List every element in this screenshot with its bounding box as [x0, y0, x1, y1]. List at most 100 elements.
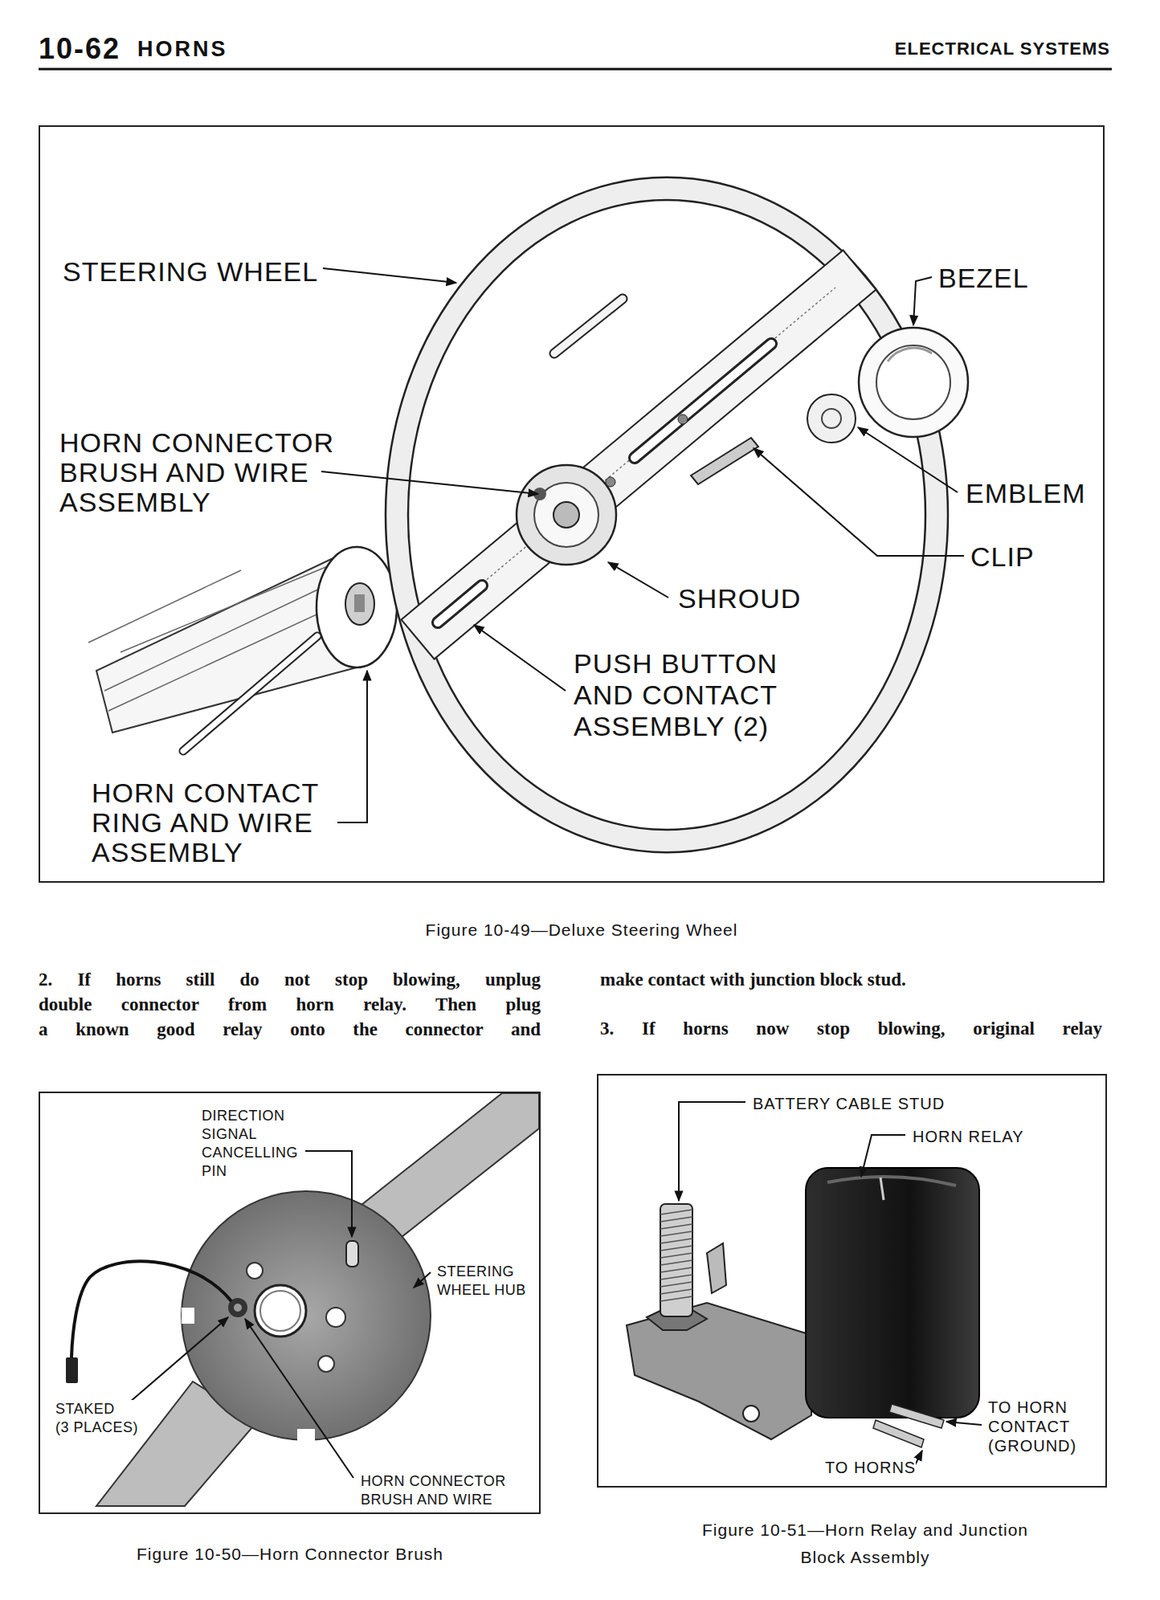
text-line: BRUSH AND WIRE: [59, 457, 335, 488]
steering-wheel-hub: [246, 1262, 263, 1279]
steering-wheel-hub: [260, 1290, 301, 1332]
text-line: PUSH BUTTON: [573, 648, 778, 680]
turn-signal-lever: [183, 636, 318, 752]
callout-label: HORN CONNECTOR BRUSH AND WIRE: [360, 1472, 507, 1510]
steering-wheel: [858, 327, 969, 438]
body-text: 3. If horns now stop blowing, original r…: [600, 1016, 1103, 1042]
horn-relay-assembly: [626, 1168, 980, 1448]
text-line: STEERING: [437, 1262, 527, 1282]
steering-wheel: [553, 502, 580, 528]
text-line: HORN CONTACT: [91, 778, 319, 809]
callout-label: CLIP: [970, 542, 1035, 572]
leader-line: [678, 1102, 982, 1466]
leader-line: [753, 448, 964, 556]
text-line: WHEEL HUB: [437, 1281, 527, 1300]
horn-relay-assembly: [706, 1243, 727, 1294]
text-line: DIRECTION: [201, 1106, 299, 1126]
steering-wheel-hub: [318, 1356, 335, 1373]
figure-caption: Figure 10-49—Deluxe Steering Wheel: [425, 916, 739, 944]
callout-label: HORN RELAY: [912, 1127, 1025, 1147]
leader-line: [123, 1317, 229, 1408]
leader-line: [123, 1151, 431, 1479]
steering-column: [354, 594, 365, 613]
steering-wheel: [437, 585, 482, 623]
horn-relay-assembly: [660, 1209, 693, 1302]
steering-wheel-hub: [233, 1303, 242, 1312]
text-line: TO HORN: [988, 1397, 1077, 1418]
section-heading: ELECTRICAL SYSTEMS: [894, 38, 1111, 60]
text-line: 3. If horns now stop blowing, original r…: [600, 1016, 1103, 1042]
section-title: HORNS: [137, 36, 229, 62]
figure-panel: DIRECTION SIGNAL CANCELLING PINSTEERING …: [38, 1091, 541, 1515]
callout-label: BATTERY CABLE STUD: [752, 1094, 945, 1114]
steering-wheel: [876, 345, 951, 420]
steering-wheel: [437, 585, 482, 623]
callout-label: STAKED (3 PLACES): [55, 1400, 139, 1438]
callout-label: EMBLEM: [965, 478, 1087, 509]
leader-line: [305, 1151, 352, 1238]
callout-label: STEERING WHEEL: [62, 257, 319, 287]
steering-wheel-hub: [71, 1261, 232, 1358]
callout-label: DIRECTION SIGNAL CANCELLING PIN: [201, 1106, 299, 1181]
callout-label: SHROUD: [678, 584, 801, 614]
steering-wheel: [554, 298, 623, 354]
turn-signal-lever: [183, 636, 318, 752]
text-line: HORN CONNECTOR: [360, 1472, 507, 1491]
text-line: ASSEMBLY (2): [573, 710, 778, 743]
leader-line: [473, 624, 566, 691]
steering-wheel: [690, 437, 759, 485]
steering-wheel: [449, 287, 836, 611]
turn-signal-lever: [183, 636, 318, 752]
text-line: CONTACT: [988, 1417, 1077, 1437]
horn-relay-assembly: [889, 1404, 944, 1429]
text-line: (GROUND): [988, 1436, 1077, 1456]
steering-wheel-hub: [65, 1093, 540, 1507]
text-line: SIGNAL: [201, 1125, 299, 1144]
text-line: CANCELLING: [201, 1143, 299, 1163]
steering-wheel: [887, 347, 932, 362]
horn-relay-assembly: [880, 1177, 884, 1201]
leader-line: [321, 268, 964, 823]
figure-caption: Figure 10-50—Horn Connector Brush: [136, 1540, 444, 1569]
steering-wheel-hub: [254, 1285, 307, 1337]
steering-wheel-hub: [181, 1191, 431, 1441]
steering-column: [345, 583, 375, 625]
leader-line: [857, 427, 958, 493]
steering-wheel-hub: [297, 1429, 315, 1442]
text-line: 2. If horns still do not stop blowing, u…: [38, 967, 541, 993]
text-line: BRUSH AND WIRE: [360, 1490, 507, 1510]
text-line: Block Assembly: [702, 1543, 1029, 1572]
leader-line: [913, 277, 932, 326]
callout-label: TO HORNS: [825, 1458, 916, 1478]
text-line: PIN: [201, 1162, 299, 1181]
steering-wheel-hub: [65, 1357, 78, 1384]
horn-relay-assembly: [626, 1302, 812, 1440]
steering-column: [316, 547, 397, 668]
text-line: ASSEMBLY: [91, 837, 319, 868]
callout-label: PUSH BUTTON AND CONTACT ASSEMBLY (2): [573, 648, 778, 743]
leader-line: [946, 1421, 982, 1426]
leader-line: [608, 562, 669, 598]
leader-line: [245, 1319, 354, 1479]
steering-wheel: [385, 177, 948, 853]
callout-label: TO HORN CONTACT (GROUND): [988, 1397, 1077, 1456]
steering-wheel: [534, 482, 599, 548]
horn-relay-assembly: [743, 1405, 760, 1422]
callout-label: BEZEL: [938, 263, 1030, 294]
leader-line: [337, 670, 368, 823]
horn-relay-assembly: [660, 1204, 693, 1317]
steering-wheel-hub: [326, 1307, 346, 1328]
steering-wheel: [385, 177, 969, 853]
steering-wheel: [605, 477, 616, 487]
text-line: RING AND WIRE: [91, 808, 319, 838]
figure-caption: Figure 10-51—Horn Relay and Junction Blo…: [702, 1516, 1029, 1572]
callout-label: HORN CONTACT RING AND WIRE ASSEMBLY: [91, 778, 319, 868]
text-line: ASSEMBLY: [59, 487, 335, 518]
steering-wheel-hub: [181, 1307, 195, 1324]
steering-wheel-hub: [361, 1093, 540, 1238]
horn-relay-assembly: [873, 1420, 924, 1448]
text-line: Figure 10-51—Horn Relay and Junction: [702, 1516, 1029, 1544]
text-line: (3 PLACES): [55, 1418, 139, 1438]
